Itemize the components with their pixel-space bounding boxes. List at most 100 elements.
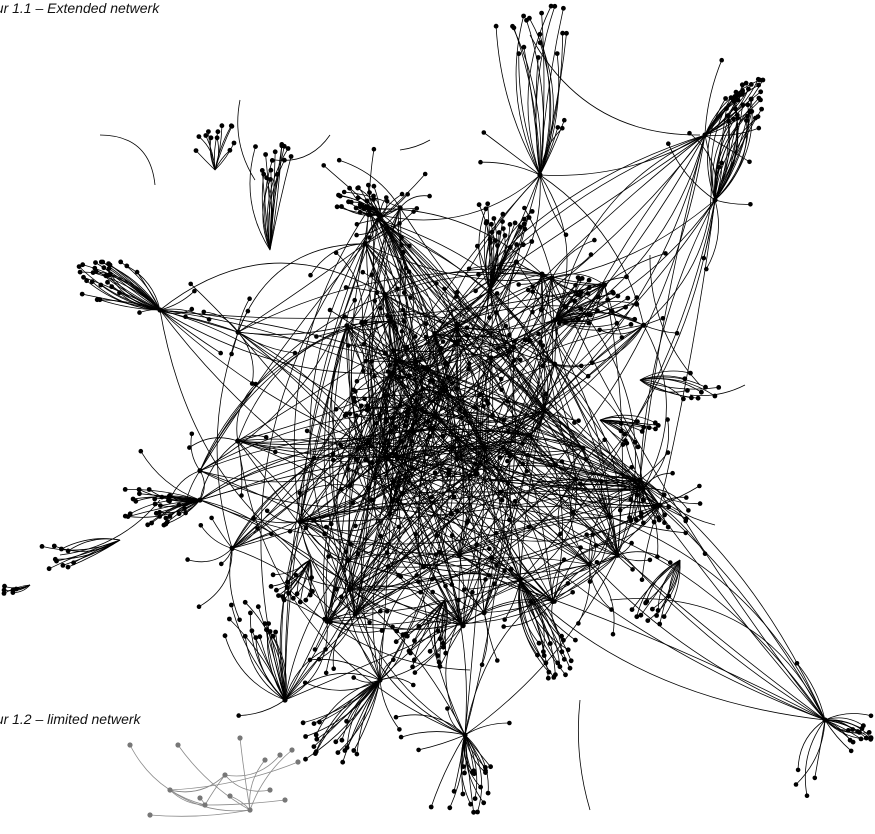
edge: [638, 479, 644, 524]
node: [743, 80, 749, 86]
edge: [67, 538, 121, 552]
edge: [386, 227, 406, 293]
node: [468, 473, 473, 478]
node: [563, 305, 569, 310]
edge: [357, 513, 391, 555]
node: [371, 197, 376, 202]
node: [182, 506, 187, 512]
edge: [639, 479, 716, 526]
node: [386, 454, 392, 460]
node: [475, 809, 480, 815]
edge: [596, 504, 661, 546]
node: [473, 288, 478, 294]
node: [665, 417, 670, 422]
node: [402, 423, 408, 429]
edge: [491, 333, 539, 359]
node: [245, 308, 251, 314]
edge: [324, 589, 350, 620]
node: [383, 416, 389, 422]
edge: [368, 208, 545, 411]
edge: [374, 420, 407, 478]
edge: [515, 15, 541, 176]
node: [443, 583, 448, 589]
node: [338, 442, 344, 448]
edge: [159, 284, 605, 319]
edge: [714, 120, 730, 201]
node: [71, 560, 76, 566]
edge: [237, 438, 359, 449]
node: [861, 723, 866, 729]
edge: [336, 373, 392, 561]
node: [483, 220, 489, 226]
node: [396, 572, 401, 578]
edge: [519, 479, 577, 581]
edge: [639, 379, 692, 399]
edge: [159, 290, 195, 311]
edge: [639, 479, 701, 505]
node: [313, 732, 319, 738]
node: [716, 165, 722, 170]
edge: [824, 717, 864, 727]
node: [98, 259, 104, 265]
node: [137, 491, 142, 497]
node: [858, 736, 864, 742]
node: [432, 470, 438, 475]
node: [381, 392, 387, 398]
node: [330, 457, 336, 463]
edge: [462, 599, 553, 626]
node: [183, 314, 188, 320]
node: [572, 420, 577, 425]
node: [149, 520, 155, 526]
node: [478, 159, 483, 165]
node: [546, 669, 552, 675]
node: [449, 582, 455, 587]
edge: [464, 734, 483, 813]
node: [483, 765, 488, 770]
node: [393, 714, 399, 720]
node: [572, 298, 578, 304]
edge: [586, 534, 593, 565]
node: [712, 393, 718, 399]
edge: [300, 521, 337, 590]
edge: [451, 447, 485, 515]
edge: [554, 299, 608, 321]
edge: [99, 134, 156, 186]
node: [59, 546, 64, 552]
edge: [185, 316, 239, 333]
node: [237, 735, 243, 741]
node: [1, 587, 7, 593]
node: [391, 348, 397, 354]
edge: [349, 504, 661, 590]
edge: [374, 477, 485, 613]
node: [430, 426, 436, 432]
node: [447, 805, 453, 811]
node: [756, 82, 761, 88]
node: [124, 263, 130, 269]
node: [697, 483, 702, 489]
node: [526, 524, 532, 530]
node: [322, 531, 327, 537]
edge: [519, 579, 559, 664]
node: [303, 734, 308, 739]
node: [535, 55, 541, 60]
edge: [305, 527, 349, 561]
edge: [582, 447, 611, 518]
node: [653, 426, 658, 432]
node: [620, 442, 626, 447]
node: [684, 495, 689, 500]
edge: [432, 428, 618, 556]
edge: [417, 342, 466, 736]
edge: [588, 479, 641, 565]
node: [94, 297, 100, 303]
node: [726, 118, 731, 124]
edge: [339, 159, 401, 209]
node: [451, 788, 457, 794]
node: [495, 243, 500, 249]
node: [268, 584, 274, 589]
node: [629, 607, 635, 612]
edge: [483, 132, 541, 176]
node: [321, 163, 327, 168]
node: [423, 365, 429, 371]
node: [302, 680, 308, 686]
edge: [393, 479, 644, 489]
